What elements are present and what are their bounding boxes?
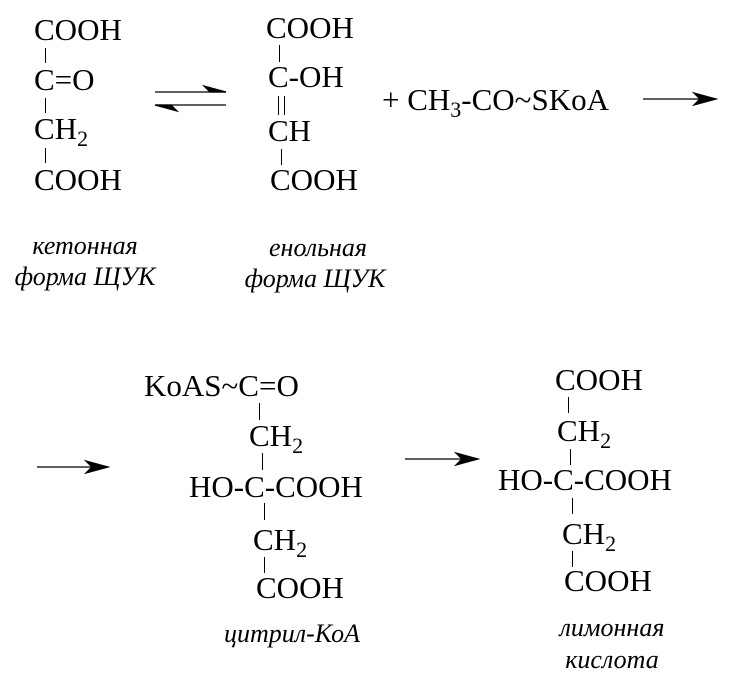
bond <box>281 149 282 165</box>
ketone-label-1: кетонная <box>32 231 138 260</box>
citryl-label: цитрил-КоА <box>224 619 360 648</box>
bond <box>264 557 265 573</box>
citryl-central: HO-C-COOH <box>189 469 363 504</box>
citryl-ch2-bottom: CH2 <box>253 522 307 561</box>
bond <box>45 98 46 113</box>
bond <box>45 148 46 163</box>
citrate-label-2: кислота <box>565 645 659 674</box>
citrate-ch2-top: CH2 <box>557 413 611 452</box>
acetyl-ch: + CH <box>382 82 451 117</box>
ketone-cooh-top: COOH <box>34 12 122 47</box>
ch: CH <box>253 522 297 557</box>
ch: CH <box>557 413 601 448</box>
reaction-arrow-3 <box>405 451 481 467</box>
citrate-central: HO-C-COOH <box>498 462 672 497</box>
enol-c-oh: C-OH <box>268 59 344 94</box>
ketone-label-2: форма ЩУК <box>14 262 156 291</box>
citrate-ch2-bottom: CH2 <box>562 516 616 555</box>
bond <box>279 45 280 62</box>
bond <box>264 503 265 520</box>
enol-cooh-top: COOH <box>266 10 354 45</box>
ch: CH <box>562 516 606 551</box>
double-bond <box>278 96 279 115</box>
bond <box>45 48 46 63</box>
citryl-cooh: COOH <box>256 570 344 605</box>
subscript: 2 <box>296 537 308 562</box>
ketone-carbonyl: C=O <box>34 62 95 97</box>
citryl-thioester: KoAS~C=O <box>144 368 299 403</box>
bond <box>572 498 573 514</box>
bond <box>262 453 263 470</box>
enol-label-1: енольная <box>269 233 367 262</box>
equilibrium-arrow <box>154 84 227 113</box>
ketone-ch2: CH2 <box>34 111 88 150</box>
subscript: 3 <box>450 97 462 122</box>
citrate-label-1: лимонная <box>559 613 665 642</box>
enol-cooh-bottom: COOH <box>270 162 358 197</box>
ch: CH <box>249 418 293 453</box>
ch: CH <box>34 111 78 146</box>
reaction-arrow-1 <box>643 91 719 107</box>
enol-label-2: форма ЩУК <box>244 264 386 293</box>
enol-ch: CH <box>268 113 312 148</box>
citrate-cooh-top: COOH <box>555 362 643 397</box>
bond <box>568 397 569 413</box>
subscript: 2 <box>600 428 612 453</box>
bond <box>572 551 573 567</box>
bond <box>259 403 260 420</box>
acetyl-coa: + CH3-CO~SKoA <box>382 82 609 121</box>
subscript: 2 <box>77 126 89 151</box>
reaction-arrow-2 <box>37 459 111 475</box>
ketone-cooh-bottom: COOH <box>34 162 122 197</box>
subscript: 2 <box>605 531 617 556</box>
citryl-ch2-top: CH2 <box>249 418 303 457</box>
citrate-cooh-bottom: COOH <box>564 563 652 598</box>
bond <box>570 449 571 465</box>
double-bond <box>284 96 285 115</box>
acetyl-rest: -CO~SKoA <box>461 82 609 117</box>
subscript: 2 <box>292 433 304 458</box>
